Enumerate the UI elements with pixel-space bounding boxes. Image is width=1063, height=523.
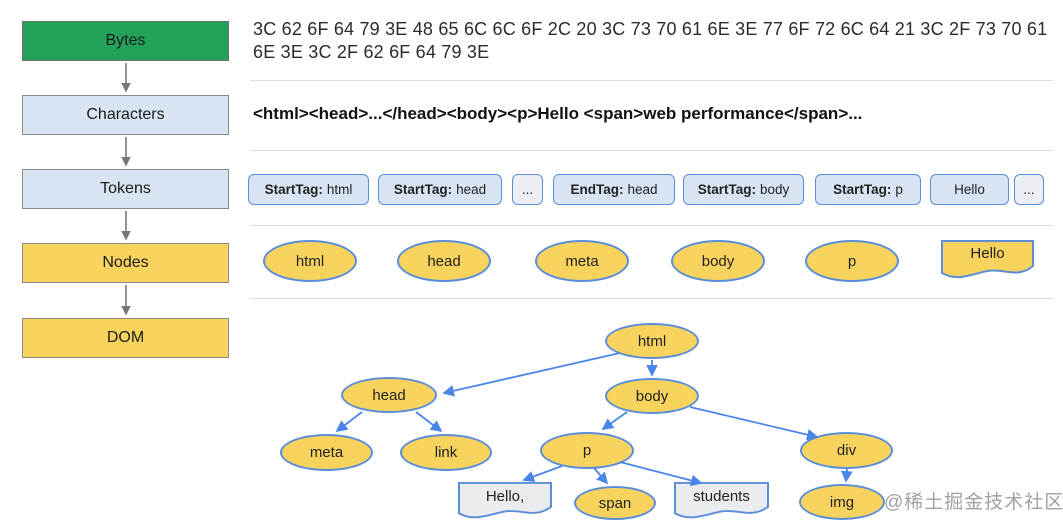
bytes-hex-line2: 6E 3E 3C 2F 62 6F 64 79 3E: [253, 42, 490, 62]
token-type: StartTag:: [833, 182, 892, 197]
stage-box-bytes: Bytes: [22, 21, 229, 61]
tree-node-label: img: [829, 493, 855, 511]
stage-label: Nodes: [102, 254, 149, 271]
tree-textnode-students: students: [673, 481, 770, 521]
token-value: html: [326, 182, 353, 197]
tree-node-html: html: [605, 323, 699, 359]
tree-node-label: Hello,: [485, 488, 525, 505]
stage-label: DOM: [106, 329, 145, 346]
token-ellipsis: ...: [1014, 174, 1044, 205]
token-starttag-p: StartTag:p: [815, 174, 921, 205]
node-ellipse-html: html: [263, 240, 357, 282]
bytes-hex-line1: 3C 62 6F 64 79 3E 48 65 6C 6C 6F 2C 20 3…: [253, 19, 1048, 39]
row-divider: [250, 298, 1053, 299]
node-ellipse-meta: meta: [535, 240, 629, 282]
token-value: head: [456, 182, 487, 197]
tree-node-label: p: [582, 442, 592, 459]
node-label: head: [427, 252, 461, 270]
tree-node-label: students: [693, 488, 750, 505]
tree-node-label: head: [372, 386, 406, 404]
tree-node-head: head: [341, 377, 437, 413]
row-divider: [250, 150, 1053, 151]
node-doc-hello: Hello: [940, 239, 1035, 281]
tree-node-meta: meta: [280, 434, 373, 471]
token-type: StartTag:: [393, 182, 453, 197]
tree-node-body: body: [605, 378, 699, 414]
tree-node-span: span: [574, 486, 656, 520]
token-ellipsis: ...: [512, 174, 543, 205]
token-text-hello: Hello: [930, 174, 1009, 205]
stage-label: Characters: [86, 106, 165, 123]
node-ellipse-head: head: [397, 240, 491, 282]
stage-box-dom: DOM: [22, 318, 229, 358]
row-divider: [250, 225, 1053, 226]
token-value: body: [759, 182, 790, 197]
token-starttag-body: StartTag:body: [683, 174, 804, 205]
token-value: ...: [521, 182, 534, 197]
tree-node-label: body: [635, 387, 669, 405]
token-starttag-html: StartTag:html: [248, 174, 369, 205]
tree-node-link: link: [400, 434, 492, 471]
node-ellipse-p: p: [805, 240, 899, 282]
characters-text: <html><head>...</head><body><p>Hello <sp…: [253, 104, 863, 123]
tree-node-label: div: [836, 442, 857, 459]
tree-node-img: img: [799, 484, 885, 520]
tree-node-label: meta: [309, 444, 344, 461]
token-value: Hello: [954, 182, 985, 197]
token-type: EndTag:: [570, 182, 624, 197]
node-label: html: [295, 252, 325, 270]
tree-node-p: p: [540, 432, 634, 469]
token-endtag-head: EndTag:head: [553, 174, 675, 205]
row-divider: [250, 80, 1053, 81]
node-label: meta: [565, 252, 599, 270]
stage-label: Tokens: [100, 180, 151, 197]
tree-textnode-hello: Hello,: [457, 481, 553, 521]
watermark-text: @稀土掘金技术社区: [884, 492, 1063, 513]
tree-node-div: div: [800, 432, 893, 469]
node-label: Hello: [970, 245, 1005, 262]
token-value: p: [895, 182, 903, 197]
stage-box-tokens: Tokens: [22, 169, 229, 209]
token-type: StartTag:: [264, 182, 323, 197]
stage-label: Bytes: [105, 32, 146, 49]
stage-box-nodes: Nodes: [22, 243, 229, 283]
stage-box-characters: Characters: [22, 95, 229, 135]
doc-shape-icon: [940, 240, 1035, 279]
tree-node-label: html: [637, 332, 667, 350]
node-ellipse-body: body: [671, 240, 765, 282]
tree-node-label: span: [598, 494, 632, 512]
tree-node-label: link: [434, 444, 458, 461]
node-label: p: [847, 252, 857, 270]
token-starttag-head: StartTag:head: [378, 174, 502, 205]
doc-shape-icon: [674, 481, 769, 519]
node-label: body: [701, 252, 735, 270]
token-value: head: [627, 182, 658, 197]
token-value: ...: [1023, 182, 1035, 197]
doc-shape-icon: [458, 481, 552, 519]
token-type: StartTag:: [697, 182, 756, 197]
